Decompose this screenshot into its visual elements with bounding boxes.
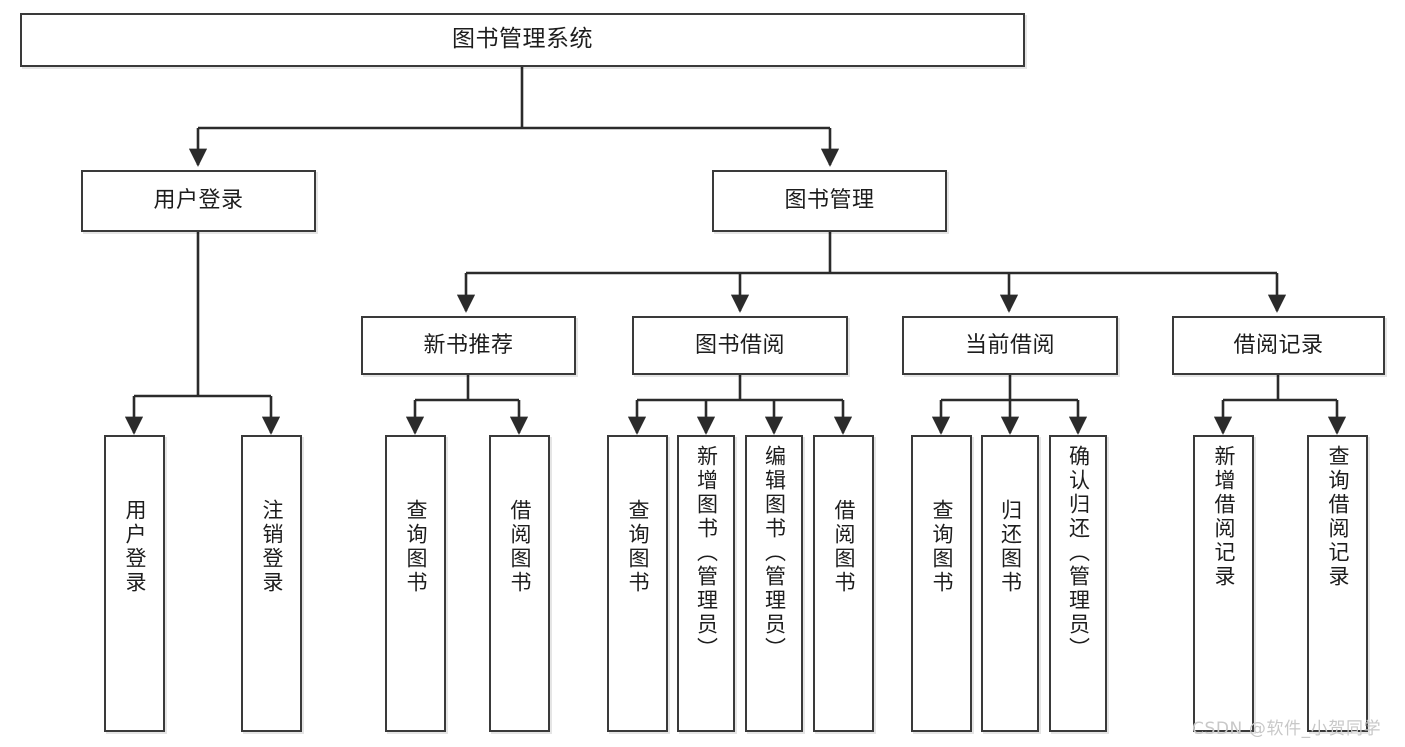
- node-label: 注销登录: [260, 499, 284, 595]
- node-label: 新增图书（管理员）: [694, 445, 719, 661]
- node-root-system[interactable]: 图书管理系统: [20, 13, 1025, 67]
- leaf-new-book-query[interactable]: 查询图书: [385, 435, 446, 732]
- node-label: 图书管理: [784, 188, 875, 214]
- node-current-borrow[interactable]: 当前借阅: [902, 316, 1118, 375]
- leaf-borrow-borrow-book[interactable]: 借阅图书: [813, 435, 874, 732]
- node-label: 图书借阅: [694, 332, 785, 358]
- leaf-new-book-borrow[interactable]: 借阅图书: [489, 435, 550, 732]
- node-label: 确认归还（管理员）: [1066, 445, 1091, 661]
- leaf-user-login-logout[interactable]: 注销登录: [241, 435, 302, 732]
- node-label: 借阅图书: [832, 499, 856, 595]
- node-new-book-recommend[interactable]: 新书推荐: [361, 316, 576, 375]
- node-label: 用户登录: [123, 499, 147, 595]
- node-label: 归还图书: [998, 499, 1023, 595]
- node-borrow-record[interactable]: 借阅记录: [1172, 316, 1385, 375]
- node-label: 查询借阅记录: [1326, 445, 1350, 589]
- node-label: 借阅图书: [508, 499, 532, 595]
- leaf-borrow-query-book[interactable]: 查询图书: [607, 435, 668, 732]
- node-label: 编辑图书（管理员）: [762, 445, 787, 661]
- node-label: 用户登录: [153, 188, 244, 214]
- node-label: 当前借阅: [964, 332, 1055, 358]
- csdn-watermark: CSDN @软件_小贺同学: [1192, 719, 1382, 739]
- node-book-management[interactable]: 图书管理: [712, 170, 947, 232]
- leaf-borrow-add-book-admin[interactable]: 新增图书（管理员）: [677, 435, 735, 732]
- leaf-current-query-book[interactable]: 查询图书: [911, 435, 972, 732]
- node-label: 查询图书: [404, 499, 428, 595]
- node-label: 借阅记录: [1233, 332, 1324, 358]
- node-user-login[interactable]: 用户登录: [81, 170, 316, 232]
- leaf-record-add-record[interactable]: 新增借阅记录: [1193, 435, 1254, 732]
- node-label: 图书管理系统: [452, 26, 593, 53]
- node-label: 新书推荐: [423, 332, 514, 358]
- leaf-current-confirm-return-admin[interactable]: 确认归还（管理员）: [1049, 435, 1107, 732]
- leaf-borrow-edit-book-admin[interactable]: 编辑图书（管理员）: [745, 435, 803, 732]
- node-label: 查询图书: [930, 499, 954, 595]
- leaf-current-return-book[interactable]: 归还图书: [981, 435, 1039, 732]
- leaf-user-login-login[interactable]: 用户登录: [104, 435, 165, 732]
- leaf-record-query-record[interactable]: 查询借阅记录: [1307, 435, 1368, 732]
- node-book-borrow[interactable]: 图书借阅: [632, 316, 848, 375]
- node-label: 查询图书: [626, 499, 650, 595]
- node-label: 新增借阅记录: [1212, 445, 1236, 589]
